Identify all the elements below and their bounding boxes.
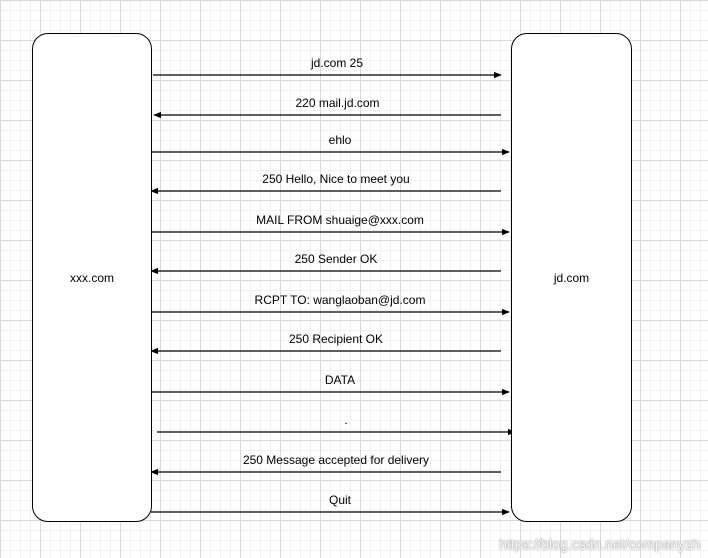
message-label-10: . bbox=[344, 413, 348, 427]
message-label-1: jd.com 25 bbox=[310, 56, 364, 70]
message-label-9: DATA bbox=[324, 373, 356, 387]
message-label-3: ehlo bbox=[328, 133, 352, 147]
participant-sender-label: xxx.com bbox=[69, 270, 114, 285]
participant-receiver-label: jd.com bbox=[553, 270, 590, 285]
message-label-8: 250 Recipient OK bbox=[288, 332, 384, 346]
message-label-4: 250 Hello, Nice to meet you bbox=[262, 172, 410, 186]
message-label-7: RCPT TO: wanglaoban@jd.com bbox=[254, 293, 426, 307]
message-label-11: 250 Message accepted for delivery bbox=[242, 453, 430, 467]
participant-receiver: jd.com bbox=[511, 33, 632, 522]
message-label-5: MAIL FROM shuaige@xxx.com bbox=[256, 213, 424, 227]
message-label-12: Quit bbox=[328, 493, 352, 507]
message-label-6: 250 Sender OK bbox=[294, 252, 378, 266]
message-label-2: 220 mail.jd.com bbox=[295, 96, 380, 110]
participant-sender: xxx.com bbox=[32, 33, 152, 522]
watermark: https://blog.csdn.net/companyzh bbox=[499, 536, 700, 552]
